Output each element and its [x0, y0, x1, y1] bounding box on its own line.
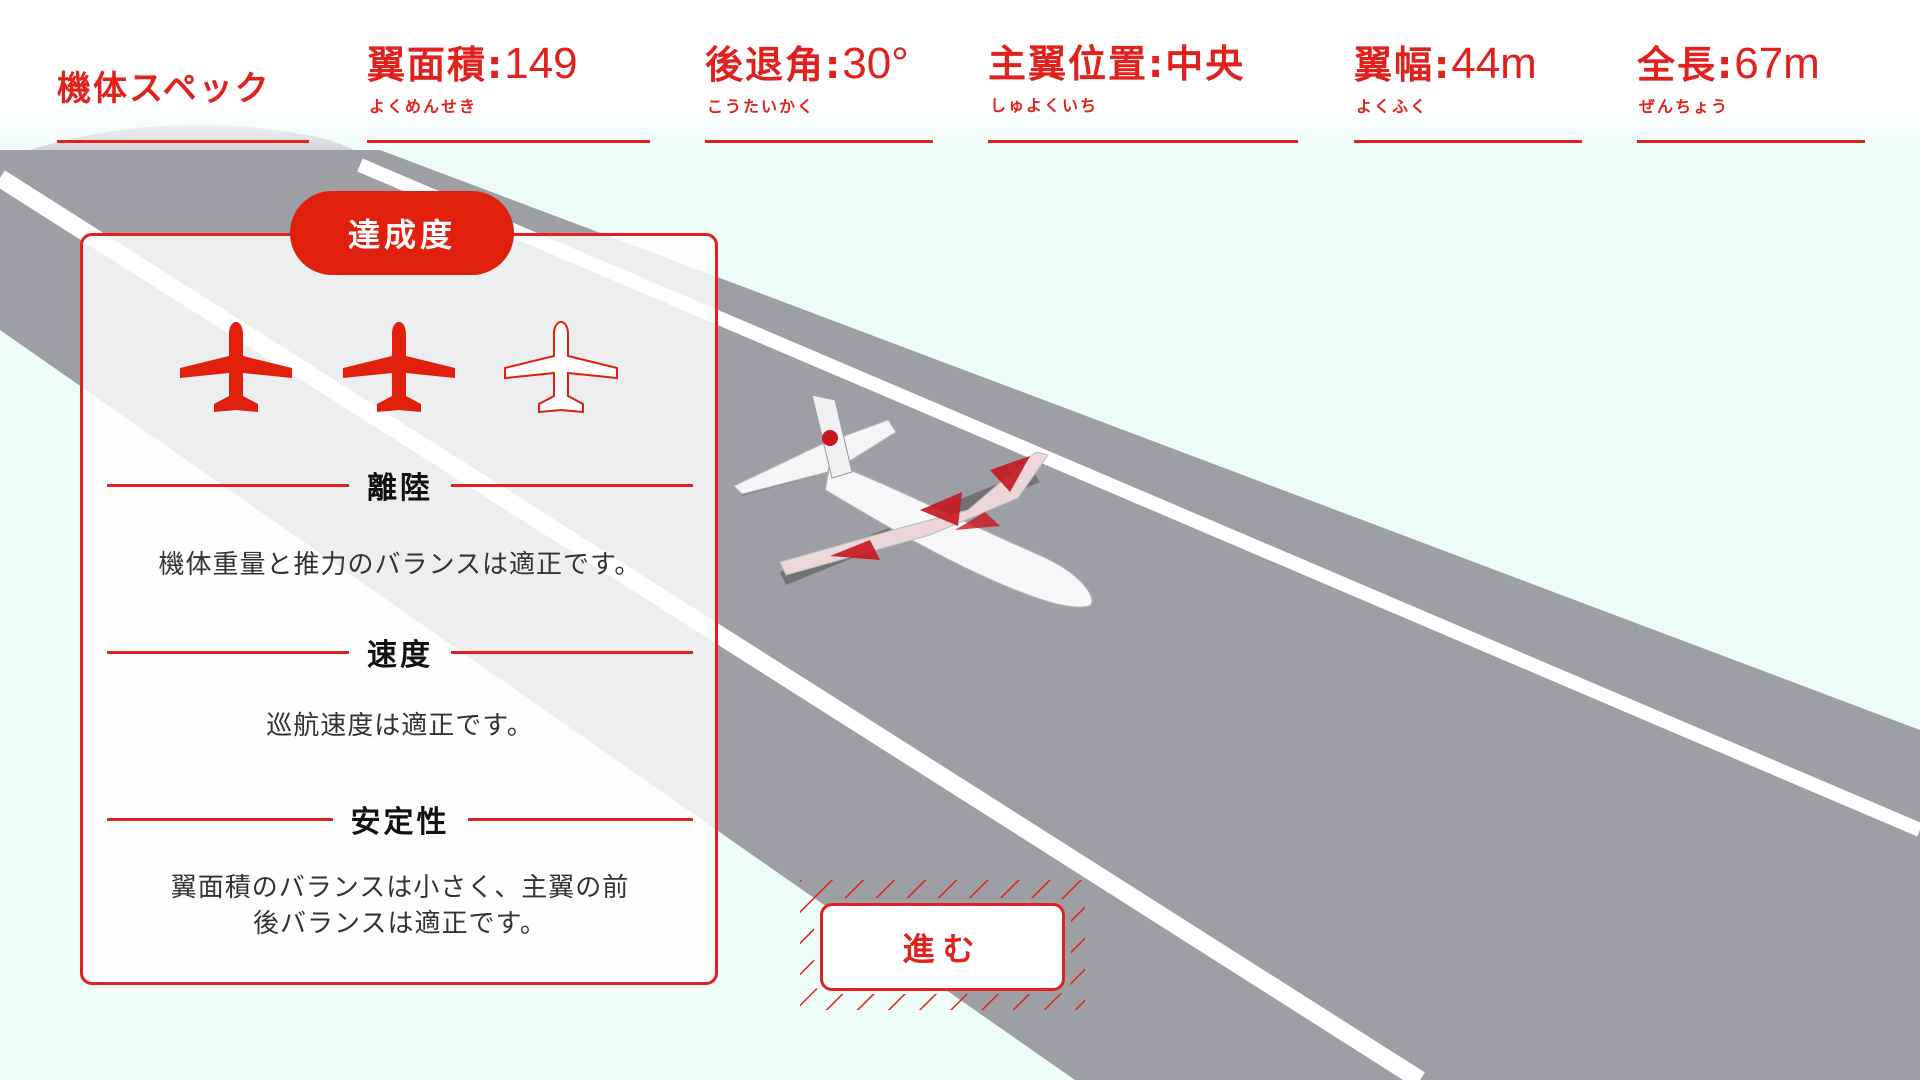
airplane-icon — [343, 322, 455, 412]
spec-title: 機体スペック — [57, 40, 309, 143]
spec-wing-area-value: 149 — [504, 39, 578, 88]
spec-sweep-angle-value: 30° — [842, 39, 909, 88]
spec-bar — [0, 0, 1920, 150]
spec-wing-position-label: 主翼位置 — [988, 42, 1149, 86]
spec-length-value: 67m — [1734, 39, 1820, 88]
divider — [451, 483, 693, 487]
airplane-outline-icon — [504, 320, 618, 414]
spec-wingspan: 翼幅:44m よくふく — [1354, 40, 1582, 143]
divider — [107, 483, 349, 487]
divider — [107, 817, 333, 821]
tail-logo — [822, 430, 838, 446]
next-button[interactable]: 進む — [820, 903, 1065, 991]
spec-length-label: 全長 — [1637, 43, 1718, 87]
spec-wingspan-reading: よくふく — [1356, 97, 1429, 116]
section-heading-speed: 速度 — [107, 632, 693, 673]
divider — [107, 650, 349, 654]
section-text-speed: 巡航速度は適正です。 — [266, 711, 534, 741]
spec-length: 全長:67m ぜんちょう — [1637, 40, 1865, 143]
spec-wing-area-reading: よくめんせき — [369, 97, 478, 116]
airplane-model — [733, 394, 1093, 609]
airplane-icon — [180, 322, 292, 412]
airplane-tailplane — [733, 419, 897, 495]
spec-sweep-angle-label: 後退角 — [705, 43, 826, 87]
spec-wing-area-label: 翼面積 — [367, 43, 488, 87]
section-text-takeoff: 機体重量と推力のバランスは適正です。 — [158, 550, 642, 580]
airplane-wing — [779, 451, 1049, 576]
spec-sweep-angle: 後退角:30° こうたいかく — [705, 40, 933, 143]
achievement-title: 達成度 — [290, 191, 514, 275]
section-text-stability: 翼面積のバランスは小さく、主翼の前 後バランスは適正です。 — [170, 873, 630, 939]
spec-wing-position: 主翼位置:中央 しゅよくいち — [988, 40, 1298, 143]
divider — [467, 817, 693, 821]
spec-length-reading: ぜんちょう — [1639, 97, 1730, 116]
spec-wing-position-value: 中央 — [1165, 42, 1246, 86]
achievement-rating — [175, 318, 625, 418]
section-heading-takeoff: 離陸 — [107, 465, 693, 506]
divider — [451, 650, 693, 654]
section-heading-stability: 安定性 — [107, 799, 693, 840]
spec-wing-position-reading: しゅよくいち — [990, 96, 1099, 115]
spec-sweep-angle-reading: こうたいかく — [707, 97, 816, 116]
spec-wingspan-value: 44m — [1451, 39, 1537, 88]
spec-title-text: 機体スペック — [57, 69, 271, 109]
spec-wing-area: 翼面積:149 よくめんせき — [367, 40, 650, 143]
spec-wingspan-label: 翼幅 — [1354, 43, 1435, 87]
